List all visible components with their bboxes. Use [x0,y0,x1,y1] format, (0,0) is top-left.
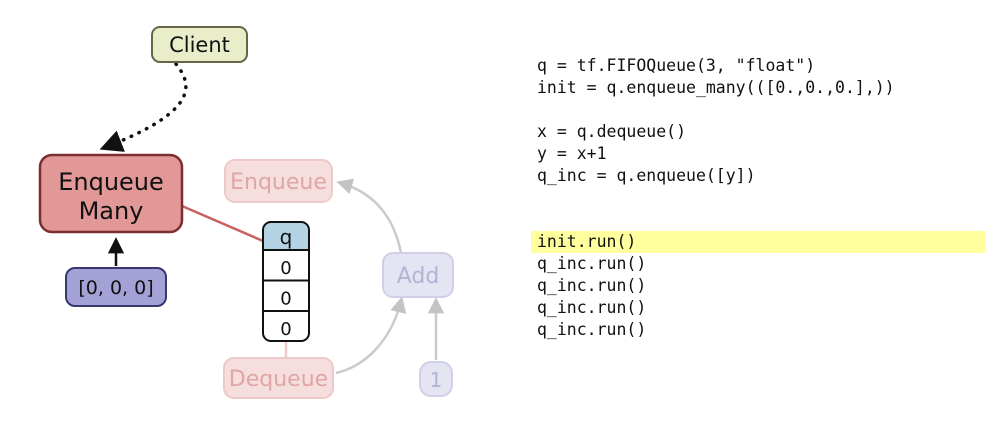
code-line: init.run() [531,231,986,253]
one-node-faded-box [419,361,453,397]
dequeue-node-faded-box [223,357,334,399]
enqueue-node-faded-box [224,159,333,203]
code-line: init = q.enqueue_many(([0.,0.,0.],)) [537,78,895,97]
enqueue-node-faded: Enqueue [224,159,333,203]
fifo-queue-header-label: q [280,225,293,249]
code-line [531,187,986,209]
code-line [531,99,986,121]
fifo-queue: q 0 0 0 [262,221,310,342]
one-node-faded: 1 [419,361,453,397]
client-arrow [99,62,188,152]
add-node-faded: Add [382,252,454,298]
code-line: q_inc.run() [537,276,647,295]
fifo-queue-cell-0: 0 [280,258,291,279]
enqueue-many-queue-edge [181,204,264,243]
code-line: q_inc.run() [537,320,647,339]
code-line: y = x+1 [537,144,607,163]
add-node-faded-box [382,252,454,298]
client-node-box [151,26,248,63]
enqueue-many-label-line2: Many [79,197,144,225]
input-values-node-box [65,267,167,307]
enqueue-node-faded-label: Enqueue [230,170,327,195]
enqueue-many-node: Enqueue Many [38,153,184,234]
code-panel: q = tf.FIFOQueue(3, "float") init = q.en… [531,55,986,341]
add-to-enqueue-arrow-faded [336,178,403,254]
fifo-queue-cell-2: 0 [280,319,291,340]
input-values-node: [0, 0, 0] [65,267,167,307]
enqueue-many-node-box [38,153,184,234]
input-values-label: [0, 0, 0] [78,277,153,299]
dequeue-to-add-arrow-faded [335,296,407,375]
dequeue-node-faded-label: Dequeue [229,367,328,392]
add-node-faded-label: Add [397,264,440,289]
dequeue-node-faded: Dequeue [223,357,334,399]
enqueue-many-label-line1: Enqueue [58,168,164,196]
code-line: q_inc.run() [537,254,647,273]
code-line: q_inc.run() [537,298,647,317]
fifo-queue-cell-1: 0 [280,289,291,310]
fifo-queue-header-bg [263,222,309,250]
client-node: Client [151,26,248,63]
code-line: q = tf.FIFOQueue(3, "float") [537,56,816,75]
code-line: q_inc = q.enqueue([y]) [537,166,756,185]
queue-diagram: Enqueue Add Dequeue 1 Client Enqu [38,26,454,399]
code-line: x = q.dequeue() [537,122,687,141]
one-node-faded-label: 1 [430,368,443,392]
code-line [531,209,986,231]
client-node-label: Client [169,33,230,57]
